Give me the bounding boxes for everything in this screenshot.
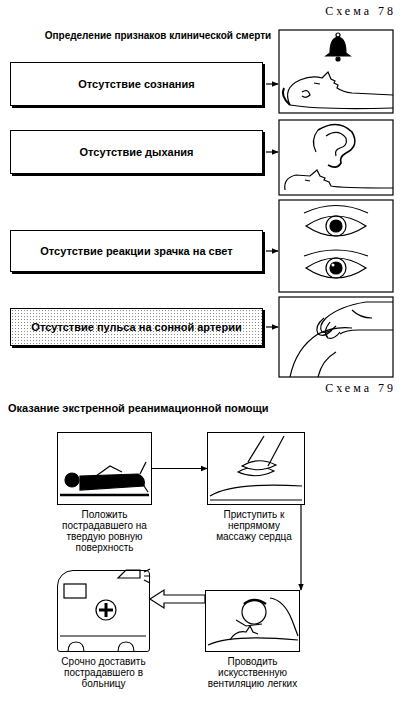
consciousness-picture-part bbox=[314, 83, 320, 84]
lay-down-picture bbox=[60, 462, 149, 495]
consciousness-picture-part bbox=[336, 33, 340, 37]
consciousness-picture-part bbox=[290, 105, 393, 109]
pulse-picture-part bbox=[279, 297, 393, 377]
step-caption: Срочно доставить пострадавшего в больниц… bbox=[51, 656, 156, 689]
pupil-picture-part bbox=[330, 220, 342, 232]
ventilation-picture-part bbox=[270, 598, 298, 636]
ambulance-picture-part bbox=[118, 642, 134, 652]
pupil-picture-part bbox=[330, 262, 342, 274]
pulse-picture-part bbox=[321, 302, 393, 332]
pupil-picture-part bbox=[304, 206, 368, 214]
ventilation-picture bbox=[208, 598, 298, 645]
pupil-picture-part bbox=[332, 264, 335, 267]
pupil-picture-part bbox=[306, 216, 366, 236]
ambulance-picture-part bbox=[118, 570, 140, 578]
pointer-arrows bbox=[266, 84, 278, 327]
ventilation-picture-part bbox=[230, 626, 258, 640]
pulse-picture-part bbox=[317, 318, 332, 335]
pointer-arrows-part bbox=[266, 151, 278, 152]
ambulance-picture bbox=[60, 569, 150, 652]
pupil-picture-part bbox=[306, 258, 366, 278]
ventilation-picture-part bbox=[236, 620, 262, 626]
flow-arrow bbox=[152, 468, 207, 469]
pointer-arrows-part bbox=[266, 250, 278, 251]
ambulance-picture-part bbox=[96, 600, 116, 620]
ambulance-picture-part bbox=[68, 642, 84, 652]
ambulance-picture-part bbox=[99, 603, 113, 617]
flow-arrow bbox=[300, 505, 301, 590]
breathing-picture-part bbox=[279, 120, 393, 195]
consciousness-picture-part bbox=[302, 91, 310, 98]
ventilation-picture-part bbox=[244, 600, 266, 604]
sign-box: Отсутствие пульса на сонной артерии bbox=[10, 308, 263, 346]
step-frame: Положить пострадавшего на твердую ровную… bbox=[57, 432, 152, 505]
step-frame: Срочно доставить пострадавшего в больниц… bbox=[57, 570, 150, 652]
pupil-picture-part bbox=[326, 258, 346, 278]
sign-text: Отсутствие сознания bbox=[72, 78, 200, 91]
sign-text: Отсутствие пульса на сонной артерии bbox=[25, 321, 247, 334]
compression-picture-part bbox=[210, 485, 302, 496]
lay-down-picture-part bbox=[80, 474, 144, 490]
lay-down-picture-part bbox=[96, 466, 122, 476]
breathing-picture-part bbox=[313, 130, 318, 152]
step-caption: Проводить искусственную вентиляцию легки… bbox=[201, 656, 304, 689]
consciousness-picture-part bbox=[326, 37, 350, 56]
sign-box: Отсутствие дыхания bbox=[10, 130, 263, 174]
scheme-number: Схема 78 bbox=[270, 4, 396, 19]
breathing-picture bbox=[279, 120, 393, 195]
pupil-picture-part bbox=[326, 216, 346, 236]
sign-text: Отсутствие реакции зрачка на свет bbox=[34, 245, 238, 258]
lay-down-picture-part bbox=[144, 486, 148, 492]
consciousness-picture-part bbox=[336, 57, 340, 61]
breathing-picture-part bbox=[318, 124, 355, 167]
pulse-picture-part bbox=[325, 322, 340, 338]
breathing-picture-part bbox=[326, 132, 346, 156]
consciousness-picture-part bbox=[288, 72, 393, 105]
compression-picture-part bbox=[242, 461, 276, 470]
lay-down-picture-part bbox=[60, 494, 149, 496]
consciousness-picture-part bbox=[283, 88, 290, 105]
compression-picture bbox=[210, 436, 302, 500]
sign-text: Отсутствие дыхания bbox=[73, 146, 199, 159]
compression-picture-part bbox=[210, 499, 302, 500]
sign-box: Отсутствие сознания bbox=[10, 62, 263, 106]
consciousness-picture bbox=[279, 30, 393, 113]
diagram-title: Определение признаков клинической смерти bbox=[40, 30, 276, 41]
step-caption: Приступить к непрямому массажу сердца bbox=[209, 509, 299, 542]
ambulance-picture-part bbox=[64, 584, 86, 598]
pointer-arrows-part bbox=[266, 83, 278, 84]
pupil-picture bbox=[279, 200, 393, 292]
pointer-arrows-part bbox=[266, 326, 278, 327]
breathing-picture-part bbox=[285, 170, 393, 190]
ambulance-picture-part bbox=[60, 635, 146, 636]
pulse-picture-part bbox=[340, 330, 393, 334]
hollow-arrow bbox=[150, 590, 205, 608]
section-heading: Оказание экстренной реанимационной помощ… bbox=[8, 402, 298, 414]
step-caption: Положить пострадавшего на твердую ровную… bbox=[53, 509, 156, 553]
pulse-picture-part bbox=[318, 352, 336, 377]
ventilation-picture-part bbox=[208, 638, 298, 645]
scheme-number: Схема 79 bbox=[270, 381, 396, 396]
ventilation-picture-part bbox=[242, 600, 266, 624]
consciousness-picture-part bbox=[279, 30, 393, 113]
lay-down-picture-part bbox=[65, 473, 79, 487]
pulse-picture bbox=[279, 297, 393, 377]
sign-box: Отсутствие реакции зрачка на свет bbox=[10, 230, 263, 272]
pupil-picture-part bbox=[279, 200, 393, 292]
pupil-picture-part bbox=[304, 250, 368, 256]
compression-picture-part bbox=[248, 436, 284, 466]
lay-down-picture-part bbox=[140, 462, 146, 474]
step-frame: Проводить искусственную вентиляцию легки… bbox=[205, 590, 300, 652]
pulse-picture-part bbox=[352, 310, 372, 318]
step-frame: Приступить к непрямому массажу сердца bbox=[207, 432, 305, 505]
breathing-picture-part bbox=[305, 180, 310, 181]
